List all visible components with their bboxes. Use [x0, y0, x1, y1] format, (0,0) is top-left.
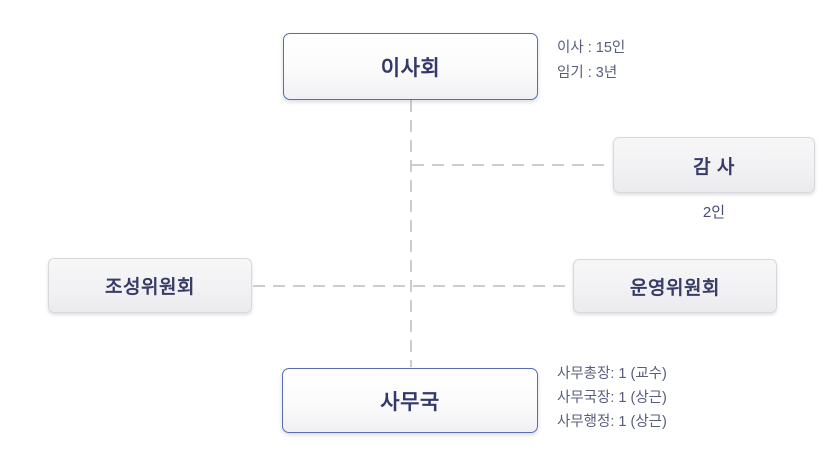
- node-secretariat-office: 사무국: [282, 368, 538, 433]
- node-board-of-directors: 이사회: [283, 33, 538, 100]
- node-josung-committee: 조성위원회: [48, 258, 252, 313]
- node-unyeong-committee: 운영위원회: [573, 259, 777, 313]
- node-office-label: 사무국: [380, 390, 440, 414]
- office-note-secretary-general: 사무총장: 1 (교수): [557, 366, 667, 382]
- node-auditor-label: 감 사: [693, 156, 735, 178]
- office-notes: 사무총장: 1 (교수) 사무국장: 1 (상근) 사무행정: 1 (상근): [557, 362, 667, 434]
- office-note-office-director: 사무국장: 1 (상근): [557, 390, 667, 406]
- auditor-count-note: 2인: [702, 204, 726, 221]
- node-unyeong-label: 운영위원회: [630, 277, 720, 299]
- node-josung-label: 조성위원회: [105, 277, 195, 298]
- node-auditor: 감 사: [613, 137, 815, 193]
- office-note-office-admin: 사무행정: 1 (상근): [557, 414, 667, 430]
- board-note-term: 임기 : 3년: [557, 65, 618, 81]
- node-board-label: 이사회: [380, 56, 441, 80]
- board-note-directors: 이사 : 15인: [557, 40, 626, 56]
- board-notes: 이사 : 15인 임기 : 3년: [557, 36, 625, 86]
